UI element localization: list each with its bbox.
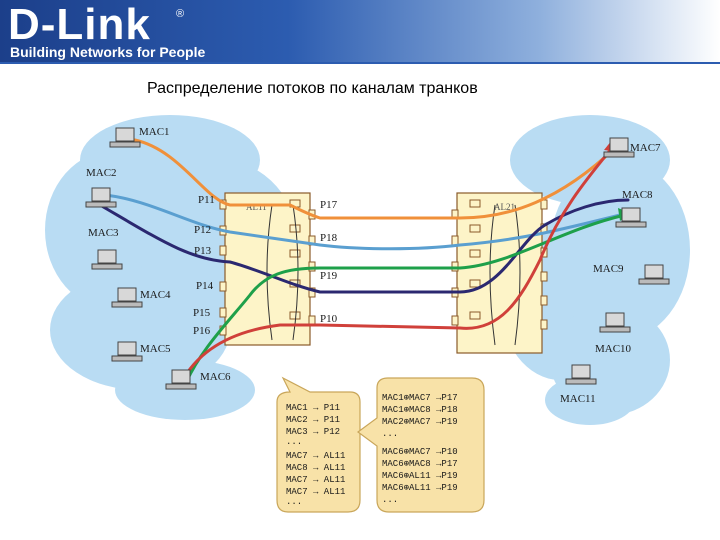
host-label-mac11: MAC11 — [560, 393, 596, 405]
table-right-row-3: MAC2⊕MAC7 →P19 — [382, 417, 458, 427]
table-left-row-9: ... — [286, 497, 302, 507]
port-label-p18: P18 — [320, 232, 338, 244]
right-hash-callout — [356, 377, 485, 513]
table-right-row-8: MAC6⊕AL11 →P19 — [382, 483, 458, 493]
left-forwarding-table: MAC1 → P11 MAC2 → P11 MAC3 → P12 ... MAC… — [286, 403, 345, 507]
table-right-row-2: MAC1⊕MAC8 →P18 — [382, 405, 458, 415]
table-right-row-4: ... — [382, 429, 398, 439]
host-label-mac8: MAC8 — [622, 189, 653, 201]
right-aggregation-label: AL21 — [494, 202, 515, 212]
computer-mac11-icon — [565, 364, 597, 385]
host-label-mac3: MAC3 — [88, 227, 119, 239]
port-label-p10: P10 — [320, 313, 338, 325]
computer-mac5-icon — [111, 341, 143, 362]
left-aggregation-label: AL11 — [246, 202, 267, 212]
dlink-logo: D-Link — [8, 0, 151, 49]
table-right-row-7: MAC6⊕AL11 →P19 — [382, 471, 458, 481]
right-hosts: MAC7 MAC8 MAC9 MAC10 MAC11 — [560, 137, 670, 405]
computer-mac6-icon — [165, 369, 197, 390]
computer-mac8-icon — [615, 207, 647, 228]
host-label-mac5: MAC5 — [140, 343, 171, 355]
table-right-row-1: MAC1⊕MAC7 →P17 — [382, 393, 458, 403]
computer-mac7-icon — [603, 137, 635, 158]
port-label-p17: P17 — [320, 199, 338, 211]
table-left-row-6: MAC8 → AL11 — [286, 463, 345, 473]
computer-mac10-icon — [599, 312, 631, 333]
port-label-p12: P12 — [194, 224, 211, 236]
left-switch-ports: P11 P12 P13 P14 P15 P16 P17 P18 P19 P10 — [193, 194, 338, 337]
table-left-row-7: MAC7 → AL11 — [286, 475, 345, 485]
port-label-p11: P11 — [198, 194, 215, 206]
computer-mac9-icon — [638, 264, 670, 285]
table-left-row-4: ... — [286, 437, 302, 447]
table-left-row-2: MAC2 → P11 — [286, 415, 340, 425]
host-label-mac9: MAC9 — [593, 263, 624, 275]
host-label-mac10: MAC10 — [595, 343, 632, 355]
port-label-p15: P15 — [193, 307, 211, 319]
computer-mac3-icon — [91, 249, 123, 270]
host-label-mac4: MAC4 — [140, 289, 171, 301]
flow-red — [178, 146, 614, 387]
registered-mark: ® — [176, 8, 185, 20]
table-right-row-6: MAC6⊕MAC8 →P17 — [382, 459, 458, 469]
right-hash-table: MAC1⊕MAC7 →P17 MAC1⊕MAC8 →P18 MAC2⊕MAC7 … — [382, 393, 458, 505]
table-right-row-5: MAC6⊕MAC7 →P10 — [382, 447, 458, 457]
table-left-row-3: MAC3 → P12 — [286, 427, 340, 437]
computer-mac2-icon — [85, 187, 117, 208]
slide-title: Распределение потоков по каналам транков — [147, 80, 478, 97]
logo-tagline: Building Networks for People — [10, 44, 206, 60]
left-hosts: MAC1 MAC2 MAC3 MAC4 MAC5 MAC6 — [85, 126, 231, 390]
left-forwarding-callout — [276, 376, 361, 513]
table-left-row-5: MAC7 → AL11 — [286, 451, 345, 461]
header-divider — [0, 62, 720, 64]
computer-mac1-icon — [109, 127, 141, 148]
port-label-p19: P19 — [320, 270, 338, 282]
table-right-row-9: ... — [382, 495, 398, 505]
flow-orange — [133, 138, 617, 220]
port-label-p13: P13 — [194, 245, 212, 257]
brand-header: D-Link ® Building Networks for People — [0, 0, 720, 64]
port-label-p14: P14 — [196, 280, 214, 292]
port-label-p16: P16 — [193, 325, 211, 337]
host-label-mac1: MAC1 — [139, 126, 170, 138]
table-left-row-1: MAC1 → P11 — [286, 403, 340, 413]
host-label-mac7: MAC7 — [630, 142, 661, 154]
computer-mac4-icon — [111, 287, 143, 308]
table-left-row-8: MAC7 → AL11 — [286, 487, 345, 497]
host-label-mac6: MAC6 — [200, 371, 231, 383]
host-label-mac2: MAC2 — [86, 167, 117, 179]
flow-light-blue — [103, 193, 622, 251]
